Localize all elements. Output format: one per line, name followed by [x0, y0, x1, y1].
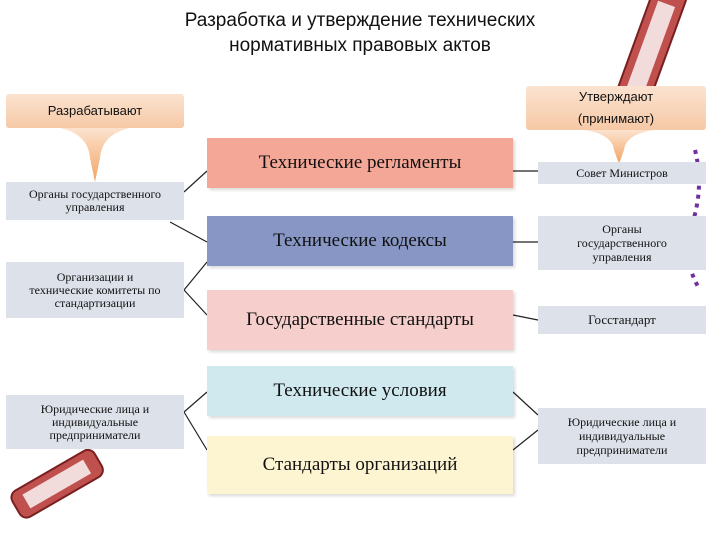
header-developers: Разрабатывают [6, 94, 184, 128]
right-item-gosstandart: Госстандарт [538, 306, 706, 334]
left-item-line: стандартизации [54, 295, 136, 310]
right-item-line: государственного [577, 236, 667, 250]
page-title: Разработка и утверждение технических нор… [110, 8, 610, 58]
left-item-line: Органы государственного [28, 187, 162, 201]
center-item-org-standards: Стандарты организаций [207, 436, 513, 494]
left-item-line: Юридические лица и [40, 401, 150, 416]
right-item-legal-entities: Юридические лица и индивидуальные предпр… [538, 408, 706, 464]
right-item-council-of-ministers: Совет Министров [538, 162, 706, 184]
right-item-gov-bodies: Органы государственного управления [538, 216, 706, 270]
center-item-label: Технические кодексы [273, 230, 447, 251]
right-item-line: Совет Министров [576, 166, 668, 180]
right-item-line: предприниматели [576, 443, 668, 457]
center-item-label: Технические условия [273, 380, 447, 401]
title-line-2: нормативных правовых актов [229, 35, 491, 56]
title-line-1: Разработка и утверждение технических [184, 10, 536, 31]
header-approvers-line-2: (принимают) [577, 111, 655, 126]
left-item-legal-entities: Юридические лица и индивидуальные предпр… [6, 395, 184, 449]
right-item-line: Госстандарт [588, 312, 656, 327]
scroll-decoration-bottom-left [10, 448, 104, 519]
left-item-line: Организации и [56, 269, 134, 284]
center-item-label: Технические регламенты [258, 152, 462, 173]
left-item-line: индивидуальные [51, 414, 139, 429]
right-item-line: Юридические лица и [567, 415, 677, 429]
header-approvers: Утверждают (принимают) [526, 86, 706, 130]
left-item-line: предприниматели [49, 427, 141, 442]
right-item-line: индивидуальные [578, 429, 666, 443]
center-item-label: Стандарты организаций [262, 454, 458, 475]
left-item-gov-bodies: Органы государственного управления [6, 182, 184, 220]
center-item-label: Государственные стандарты [246, 309, 474, 330]
center-item-tech-conditions: Технические условия [207, 366, 513, 416]
center-item-tech-codes: Технические кодексы [207, 216, 513, 266]
arrow-down-icon-right [584, 130, 654, 164]
header-approvers-line-1: Утверждают [578, 89, 654, 104]
arrow-down-icon-left [60, 128, 130, 182]
center-item-tech-regulations: Технические регламенты [207, 138, 513, 188]
center-item-state-standards: Государственные стандарты [207, 290, 513, 350]
right-item-line: управления [592, 250, 652, 264]
left-item-line: технические комитеты по [29, 282, 161, 297]
right-item-line: Органы [602, 222, 642, 236]
left-item-line: управления [65, 200, 125, 214]
left-item-organizations: Организации и технические комитеты по ст… [6, 262, 184, 318]
